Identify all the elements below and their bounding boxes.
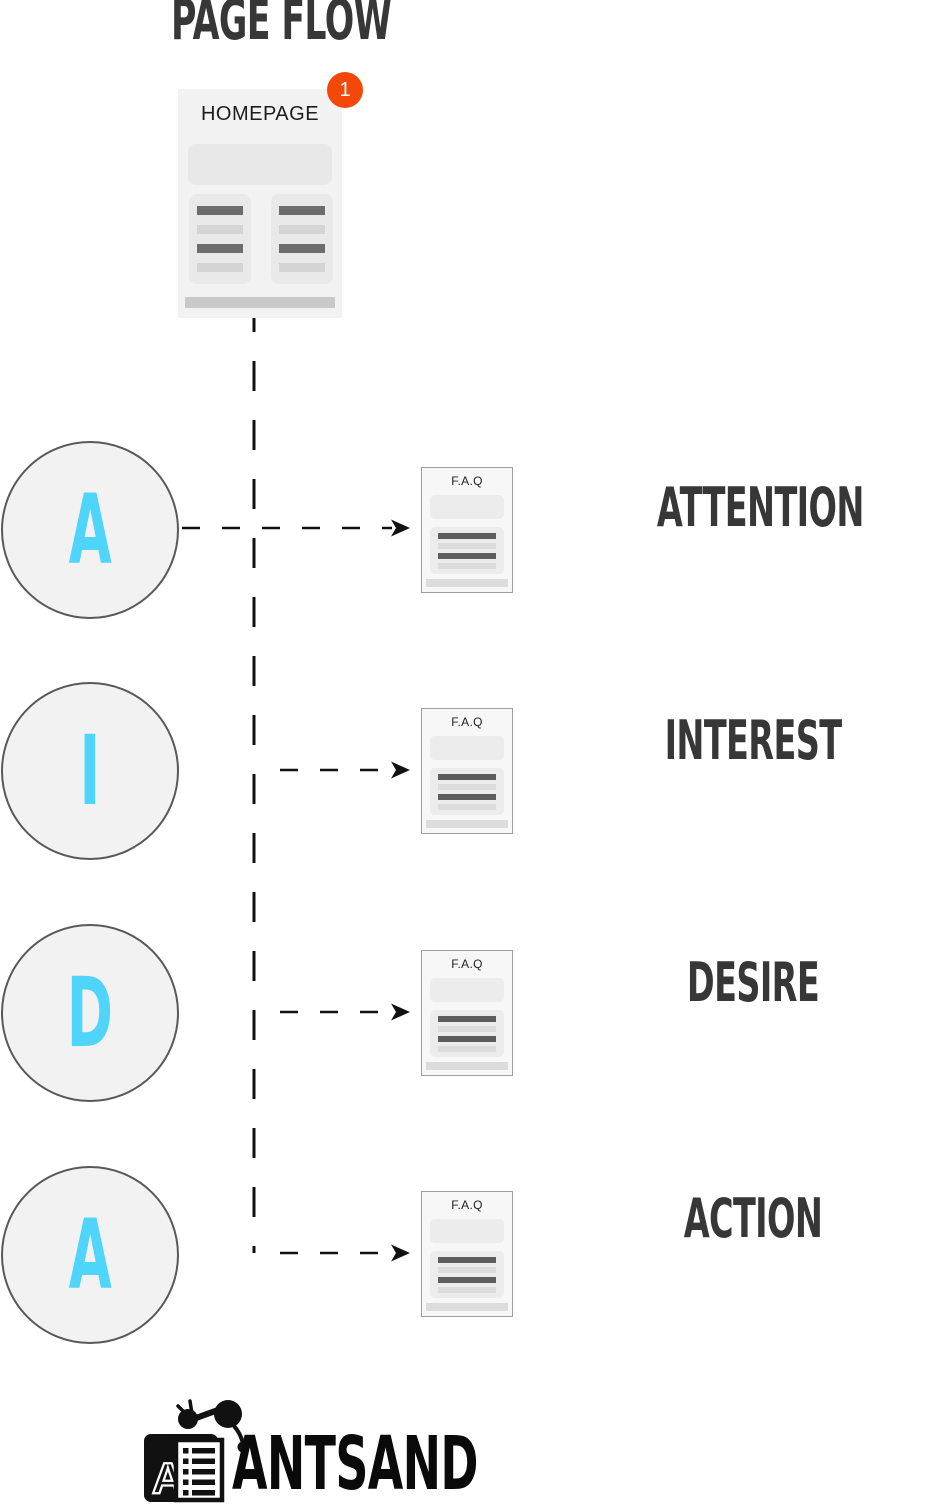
text-bar bbox=[438, 542, 496, 549]
faq-title: F.A.Q bbox=[451, 474, 483, 488]
aida-circle-desire: D bbox=[1, 924, 179, 1102]
faq-footer-bar bbox=[426, 1062, 508, 1070]
faq-content-placeholder bbox=[430, 768, 504, 815]
antsand-logo-icon: A bbox=[144, 1399, 249, 1504]
homepage-hero-placeholder bbox=[188, 144, 332, 185]
faq-title: F.A.Q bbox=[451, 715, 483, 729]
arrowhead-icon bbox=[391, 761, 410, 779]
faq-footer-bar bbox=[426, 820, 508, 828]
text-bar bbox=[438, 1035, 496, 1042]
text-bar bbox=[438, 1266, 496, 1273]
faq-footer-bar bbox=[426, 1303, 508, 1311]
arrowhead-icon bbox=[391, 1244, 410, 1262]
stage-label-desire: DESIRE bbox=[686, 951, 820, 1014]
faq-hero-placeholder bbox=[430, 978, 504, 1002]
aida-circle-action: A bbox=[1, 1166, 179, 1344]
text-bar bbox=[438, 532, 496, 539]
text-bar bbox=[438, 1256, 496, 1263]
faq-card: F.A.Q bbox=[421, 467, 513, 593]
aida-letter: D bbox=[66, 957, 114, 1069]
faq-footer-bar bbox=[426, 579, 508, 587]
aida-letter: I bbox=[79, 715, 101, 827]
faq-title: F.A.Q bbox=[451, 957, 483, 971]
text-bar bbox=[197, 206, 243, 215]
aida-circle-attention: A bbox=[1, 441, 179, 619]
homepage-footer-bar bbox=[185, 297, 335, 308]
faq-content-placeholder bbox=[430, 527, 504, 574]
homepage-title: HOMEPAGE bbox=[200, 103, 320, 125]
text-bar bbox=[438, 552, 496, 559]
faq-content-placeholder bbox=[430, 1010, 504, 1057]
text-bar bbox=[197, 225, 243, 234]
text-bar bbox=[279, 225, 325, 234]
text-bar bbox=[197, 263, 243, 272]
text-bar bbox=[438, 1286, 496, 1293]
homepage-column-right bbox=[271, 194, 333, 284]
text-bar bbox=[438, 1045, 496, 1052]
faq-card: F.A.Q bbox=[421, 950, 513, 1076]
text-bar bbox=[279, 263, 325, 272]
step-badge: 1 bbox=[327, 72, 363, 108]
text-bar bbox=[438, 1025, 496, 1032]
faq-hero-placeholder bbox=[430, 1219, 504, 1243]
arrowhead-icon bbox=[391, 1003, 410, 1021]
faq-card: F.A.Q bbox=[421, 708, 513, 834]
aida-letter: A bbox=[68, 474, 112, 586]
text-bar bbox=[438, 1015, 496, 1022]
stage-label-action: ACTION bbox=[683, 1187, 823, 1250]
stage-label-interest: INTEREST bbox=[664, 709, 842, 772]
text-bar bbox=[279, 206, 325, 215]
text-bar bbox=[197, 244, 243, 253]
text-bar bbox=[438, 562, 496, 569]
faq-hero-placeholder bbox=[430, 736, 504, 760]
text-bar bbox=[438, 773, 496, 780]
text-bar bbox=[438, 803, 496, 810]
aida-circle-interest: I bbox=[1, 682, 179, 860]
stage-label-attention: ATTENTION bbox=[656, 476, 864, 539]
faq-hero-placeholder bbox=[430, 495, 504, 519]
text-bar bbox=[438, 783, 496, 790]
page-title: PAGE FLOW bbox=[171, 0, 392, 53]
homepage-column-left bbox=[189, 194, 251, 284]
text-bar bbox=[438, 793, 496, 800]
faq-card: F.A.Q bbox=[421, 1191, 513, 1317]
faq-title: F.A.Q bbox=[451, 1198, 483, 1212]
text-bar bbox=[438, 1276, 496, 1283]
antsand-wordmark: ANTSAND bbox=[232, 1421, 479, 1504]
faq-content-placeholder bbox=[430, 1251, 504, 1298]
aida-letter: A bbox=[68, 1199, 112, 1311]
arrowhead-icon bbox=[391, 519, 410, 537]
text-bar bbox=[279, 244, 325, 253]
homepage-card: HOMEPAGE 1 bbox=[178, 72, 363, 318]
